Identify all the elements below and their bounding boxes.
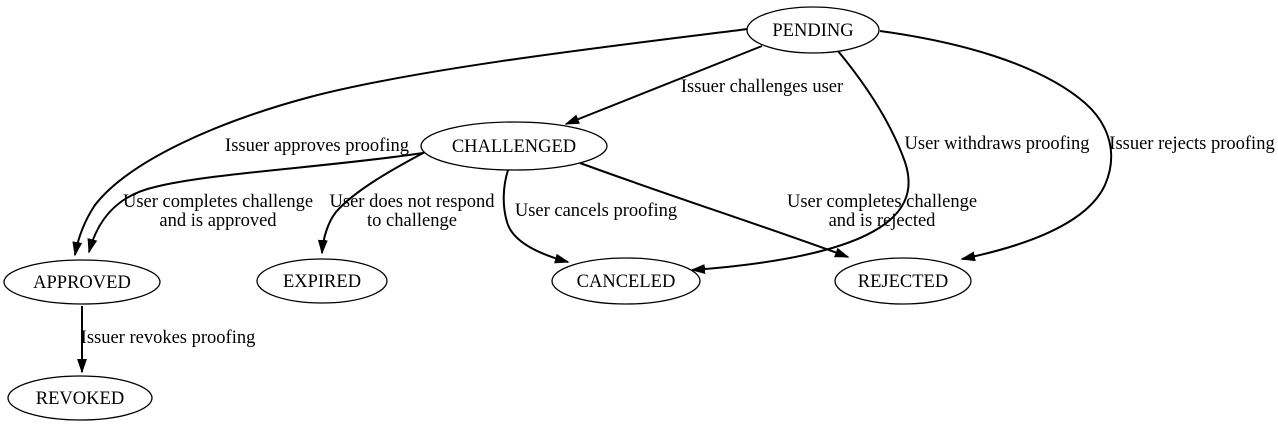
- transition-label: and is rejected: [829, 211, 937, 231]
- state-label: EXPIRED: [283, 272, 361, 292]
- state-ellipse: [256, 258, 388, 304]
- state-ellipse: [834, 257, 972, 305]
- state-ellipse: [420, 121, 608, 171]
- transition-label: and is approved: [159, 211, 277, 231]
- edge-challenged-canceled: User cancels proofing: [502, 169, 677, 262]
- state-node-canceled: CANCELED: [551, 257, 701, 305]
- state-label: CANCELED: [577, 272, 676, 292]
- state-label: CHALLENGED: [452, 137, 576, 157]
- transition-arrow: [566, 45, 763, 125]
- transition-label: User cancels proofing: [515, 201, 677, 221]
- state-label: REVOKED: [36, 389, 124, 409]
- state-node-revoked: REVOKED: [7, 375, 153, 421]
- transition-label: User completes challenge: [787, 192, 977, 212]
- transition-label: Issuer challenges user: [681, 77, 843, 97]
- transition-arrow: [75, 28, 749, 255]
- transition-label: User completes challenge: [123, 192, 313, 212]
- state-node-rejected: REJECTED: [834, 257, 972, 305]
- transition-arrow: [579, 162, 848, 258]
- edge-pending-challenged: Issuer challenges user: [566, 45, 843, 125]
- transition-label: User does not respond: [330, 192, 496, 212]
- state-node-pending: PENDING: [746, 6, 880, 54]
- nodes-layer: PENDING CHALLENGED APPROVED EXPIRED CANCELED…: [3, 6, 972, 421]
- transition-label: Issuer rejects proofing: [1109, 134, 1274, 154]
- transition-label: Issuer approves proofing: [225, 136, 409, 156]
- edge-approved-revoked: Issuer revokes proofing: [81, 306, 256, 372]
- state-node-expired: EXPIRED: [256, 258, 388, 304]
- transition-label: Issuer revokes proofing: [81, 328, 256, 348]
- state-ellipse: [7, 375, 153, 421]
- edge-pending-canceled: User withdraws proofing: [692, 50, 1090, 270]
- transition-arrow: [322, 151, 426, 253]
- state-node-challenged: CHALLENGED: [420, 121, 608, 171]
- transition-arrow: [89, 152, 424, 252]
- state-label: PENDING: [772, 21, 853, 41]
- transition-label: User withdraws proofing: [905, 134, 1090, 154]
- edge-pending-rejected: Issuer rejects proofing: [879, 30, 1275, 259]
- transition-arrow: [692, 50, 910, 270]
- transition-label: to challenge: [367, 211, 457, 231]
- state-label: APPROVED: [33, 273, 131, 293]
- transition-arrow: [502, 169, 568, 262]
- state-ellipse: [746, 6, 880, 54]
- edge-pending-approved: Issuer approves proofing: [75, 28, 749, 255]
- state-ellipse: [551, 257, 701, 305]
- state-node-approved: APPROVED: [3, 259, 161, 305]
- state-label: REJECTED: [858, 272, 948, 292]
- state-ellipse: [3, 259, 161, 305]
- transition-arrow: [879, 30, 1113, 259]
